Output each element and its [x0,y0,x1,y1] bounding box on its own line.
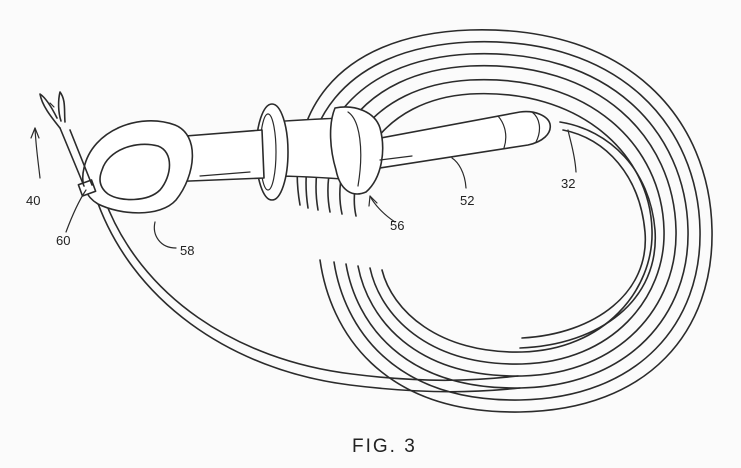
leader-lines [30,127,577,249]
device-handle [77,103,552,214]
ref-numeral-52: 52 [460,193,474,208]
ref-numeral-40: 40 [26,193,40,208]
ref-numeral-32: 32 [561,176,575,191]
ref-numeral-60: 60 [56,233,70,248]
cable-coil [94,29,713,413]
jaw-tip [39,91,93,187]
ref-numeral-56: 56 [390,218,404,233]
ref-numeral-58: 58 [180,243,194,258]
figure-caption: FIG. 3 [352,436,417,457]
front-flange [329,106,384,195]
handle-barrel [369,110,552,169]
thumb-ring-hole [99,143,171,201]
